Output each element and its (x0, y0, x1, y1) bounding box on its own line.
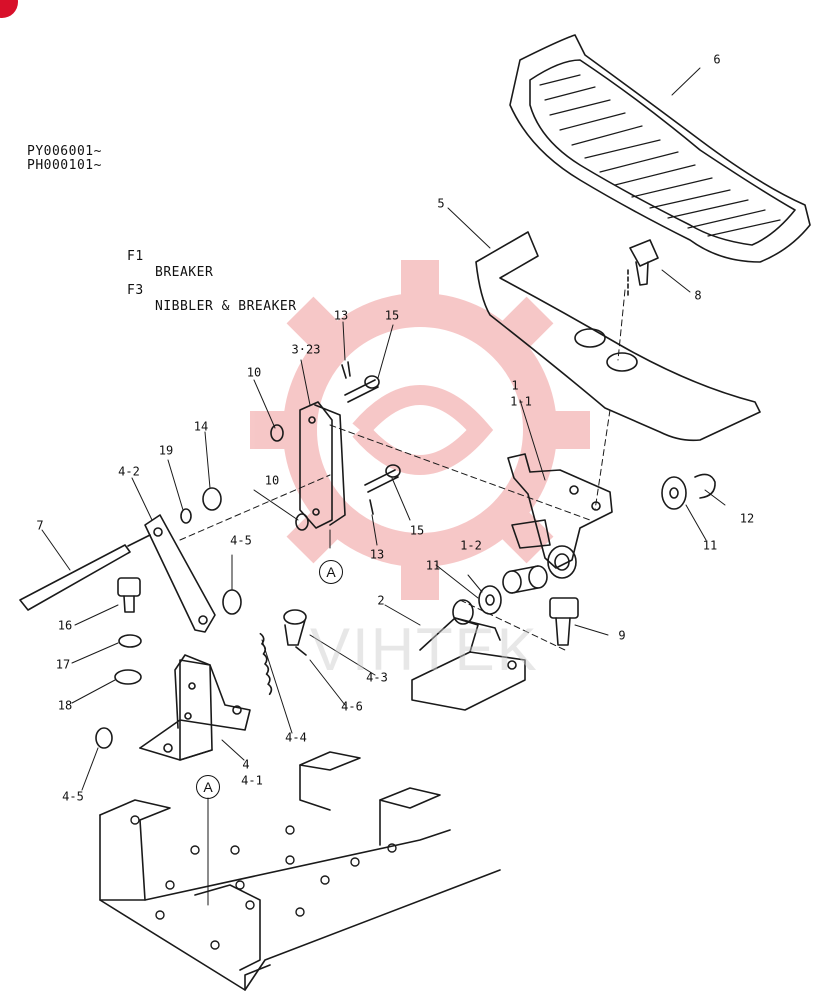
label-4: 4 (242, 757, 250, 772)
label-9: 9 (618, 628, 626, 643)
snap-ring-part12 (694, 473, 716, 499)
serial-range-2: PH000101~ (27, 158, 102, 173)
bushing-part1-2 (502, 565, 548, 594)
floor-frame (99, 751, 501, 991)
reference-a-upper: A (319, 560, 343, 584)
label-4-3: 4-3 (366, 670, 388, 685)
washer-part4-5a (222, 589, 242, 615)
label-11b: 11 (425, 558, 441, 573)
floor-mat-part6 (509, 34, 811, 263)
serial-range-1: PY006001~ (27, 144, 102, 159)
washer-part10a (270, 424, 284, 442)
label-17: 17 (55, 657, 71, 672)
bolt-part16 (117, 577, 141, 613)
washer-part4-5b (95, 727, 113, 749)
watermark-logo (250, 260, 590, 600)
nut-part14 (202, 487, 222, 511)
washer-part10b (295, 513, 309, 531)
label-1-1: 1-1 (510, 394, 532, 409)
label-2: 2 (377, 593, 385, 608)
bolt-part8 (627, 239, 659, 297)
label-7: 7 (36, 518, 44, 533)
washer-part11a (661, 476, 687, 510)
f3-code: F3 (127, 283, 144, 298)
label-16: 16 (57, 618, 73, 633)
watermark-text: VIHTEK (310, 616, 539, 683)
f3-description: NIBBLER & BREAKER (155, 299, 297, 314)
f1-code: F1 (127, 249, 144, 264)
label-10a: 10 (246, 365, 262, 380)
pin-part4-3 (283, 609, 307, 646)
pin-part4-6 (295, 646, 307, 656)
pedal-plate-part5 (475, 231, 761, 442)
label-4-2: 4-2 (118, 464, 140, 479)
mount-block-part2 (411, 599, 526, 711)
spring-part4-4 (259, 632, 273, 696)
label-19: 19 (158, 443, 174, 458)
lever-part4-2 (144, 514, 216, 633)
label-4-1: 4-1 (241, 773, 263, 788)
label-15b: 15 (409, 523, 425, 538)
label-8: 8 (694, 288, 702, 303)
label-13a: 13 (333, 308, 349, 323)
label-12: 12 (739, 511, 755, 526)
label-4-5a: 4-5 (230, 533, 252, 548)
reference-a-lower: A (196, 775, 220, 799)
label-18: 18 (57, 698, 73, 713)
label-15a: 15 (384, 308, 400, 323)
label-3-23: 3·23 (291, 342, 321, 357)
cotter-pin-part13b (369, 499, 374, 515)
label-10b: 10 (264, 473, 280, 488)
label-4-6: 4-6 (341, 699, 363, 714)
label-11a: 11 (702, 538, 718, 553)
lock-washer-part17 (118, 634, 142, 648)
label-6: 6 (713, 52, 721, 67)
label-13b: 13 (369, 547, 385, 562)
label-14: 14 (193, 419, 209, 434)
cotter-pin-part13a (341, 361, 351, 379)
f1-description: BREAKER (155, 265, 214, 280)
shaft-part7 (19, 534, 151, 611)
washer-part18 (114, 669, 142, 685)
corner-badge (0, 0, 18, 18)
bolt-part9 (549, 597, 579, 646)
bracket-part1 (507, 453, 613, 579)
washer-part19 (180, 508, 192, 524)
label-1-2: 1-2 (460, 538, 482, 553)
label-4-4: 4-4 (285, 730, 307, 745)
base-bracket-part4 (139, 654, 251, 761)
label-5: 5 (437, 196, 445, 211)
washer-part11b (478, 585, 502, 615)
label-1: 1 (511, 378, 519, 393)
link-plates-part3-23 (299, 401, 346, 529)
label-4-5b: 4-5 (62, 789, 84, 804)
